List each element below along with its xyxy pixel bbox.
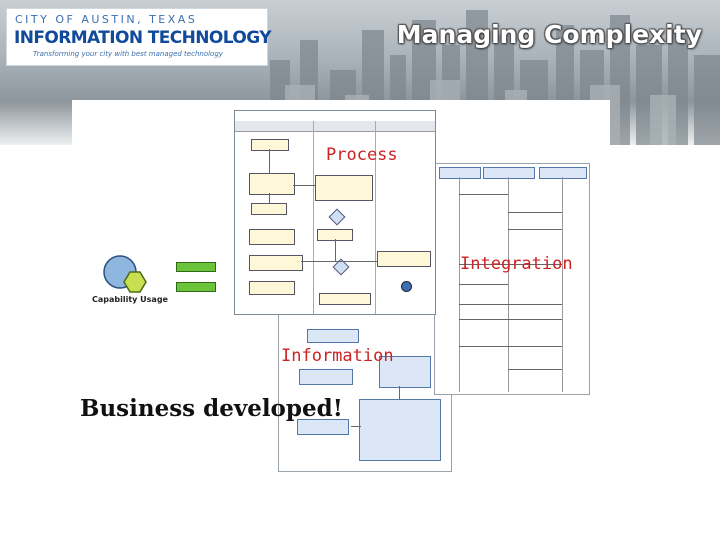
class-diagram-image <box>278 300 452 472</box>
lifeline <box>562 177 563 392</box>
activity-box <box>249 255 303 271</box>
message-arrow <box>459 346 562 347</box>
activity-box <box>251 203 287 215</box>
business-developed-caption: Business developed! <box>80 395 343 422</box>
lifeline-header <box>539 167 587 179</box>
sequence-diagram-image <box>434 163 590 395</box>
equals-bar-top <box>176 262 216 272</box>
logo-main-line: INFORMATION TECHNOLOGY <box>14 28 272 48</box>
flow-line <box>301 261 377 262</box>
swimlane-divider <box>313 121 314 314</box>
swimlane-divider <box>375 121 376 314</box>
class-box <box>299 369 353 385</box>
flow-line <box>293 185 315 186</box>
capability-usage-icon <box>103 255 147 293</box>
message-arrow <box>459 304 562 305</box>
message-arrow <box>459 194 508 195</box>
message-arrow <box>459 284 508 285</box>
swimlane-header <box>235 121 435 132</box>
activity-box <box>377 251 431 267</box>
message-arrow <box>508 369 562 370</box>
lifeline <box>508 177 509 392</box>
class-box <box>307 329 359 343</box>
activity-box <box>319 293 371 305</box>
class-box <box>297 419 349 435</box>
lifeline-header <box>439 167 481 179</box>
class-box <box>359 399 441 461</box>
city-it-logo: CITY OF AUSTIN, TEXAS INFORMATION TECHNO… <box>6 8 272 66</box>
activity-diagram-image <box>234 110 436 315</box>
integration-label: Integration <box>460 254 573 274</box>
class-box <box>379 356 431 388</box>
information-label: Information <box>281 346 394 366</box>
equals-bar-bottom <box>176 282 216 292</box>
message-arrow <box>508 212 562 213</box>
activity-box <box>249 229 295 245</box>
logo-top-line: CITY OF AUSTIN, TEXAS <box>15 13 198 26</box>
connector-line <box>399 386 400 399</box>
logo-tagline: Transforming your city with best managed… <box>33 50 223 58</box>
lifeline-header <box>483 167 535 179</box>
activity-box <box>315 175 373 201</box>
process-label: Process <box>326 145 398 165</box>
decision-diamond <box>328 208 346 226</box>
connector-line <box>351 426 361 427</box>
message-arrow <box>459 319 562 320</box>
flow-line <box>269 149 270 173</box>
flow-line <box>335 239 336 261</box>
activity-box <box>251 139 289 151</box>
final-node <box>401 281 412 292</box>
slide-title: Managing Complexity <box>396 20 702 49</box>
activity-box <box>249 173 295 195</box>
capability-usage-label: Capability Usage <box>92 295 168 304</box>
activity-box <box>249 281 295 295</box>
message-arrow <box>459 264 562 265</box>
message-arrow <box>508 229 562 230</box>
flow-line <box>269 193 270 203</box>
